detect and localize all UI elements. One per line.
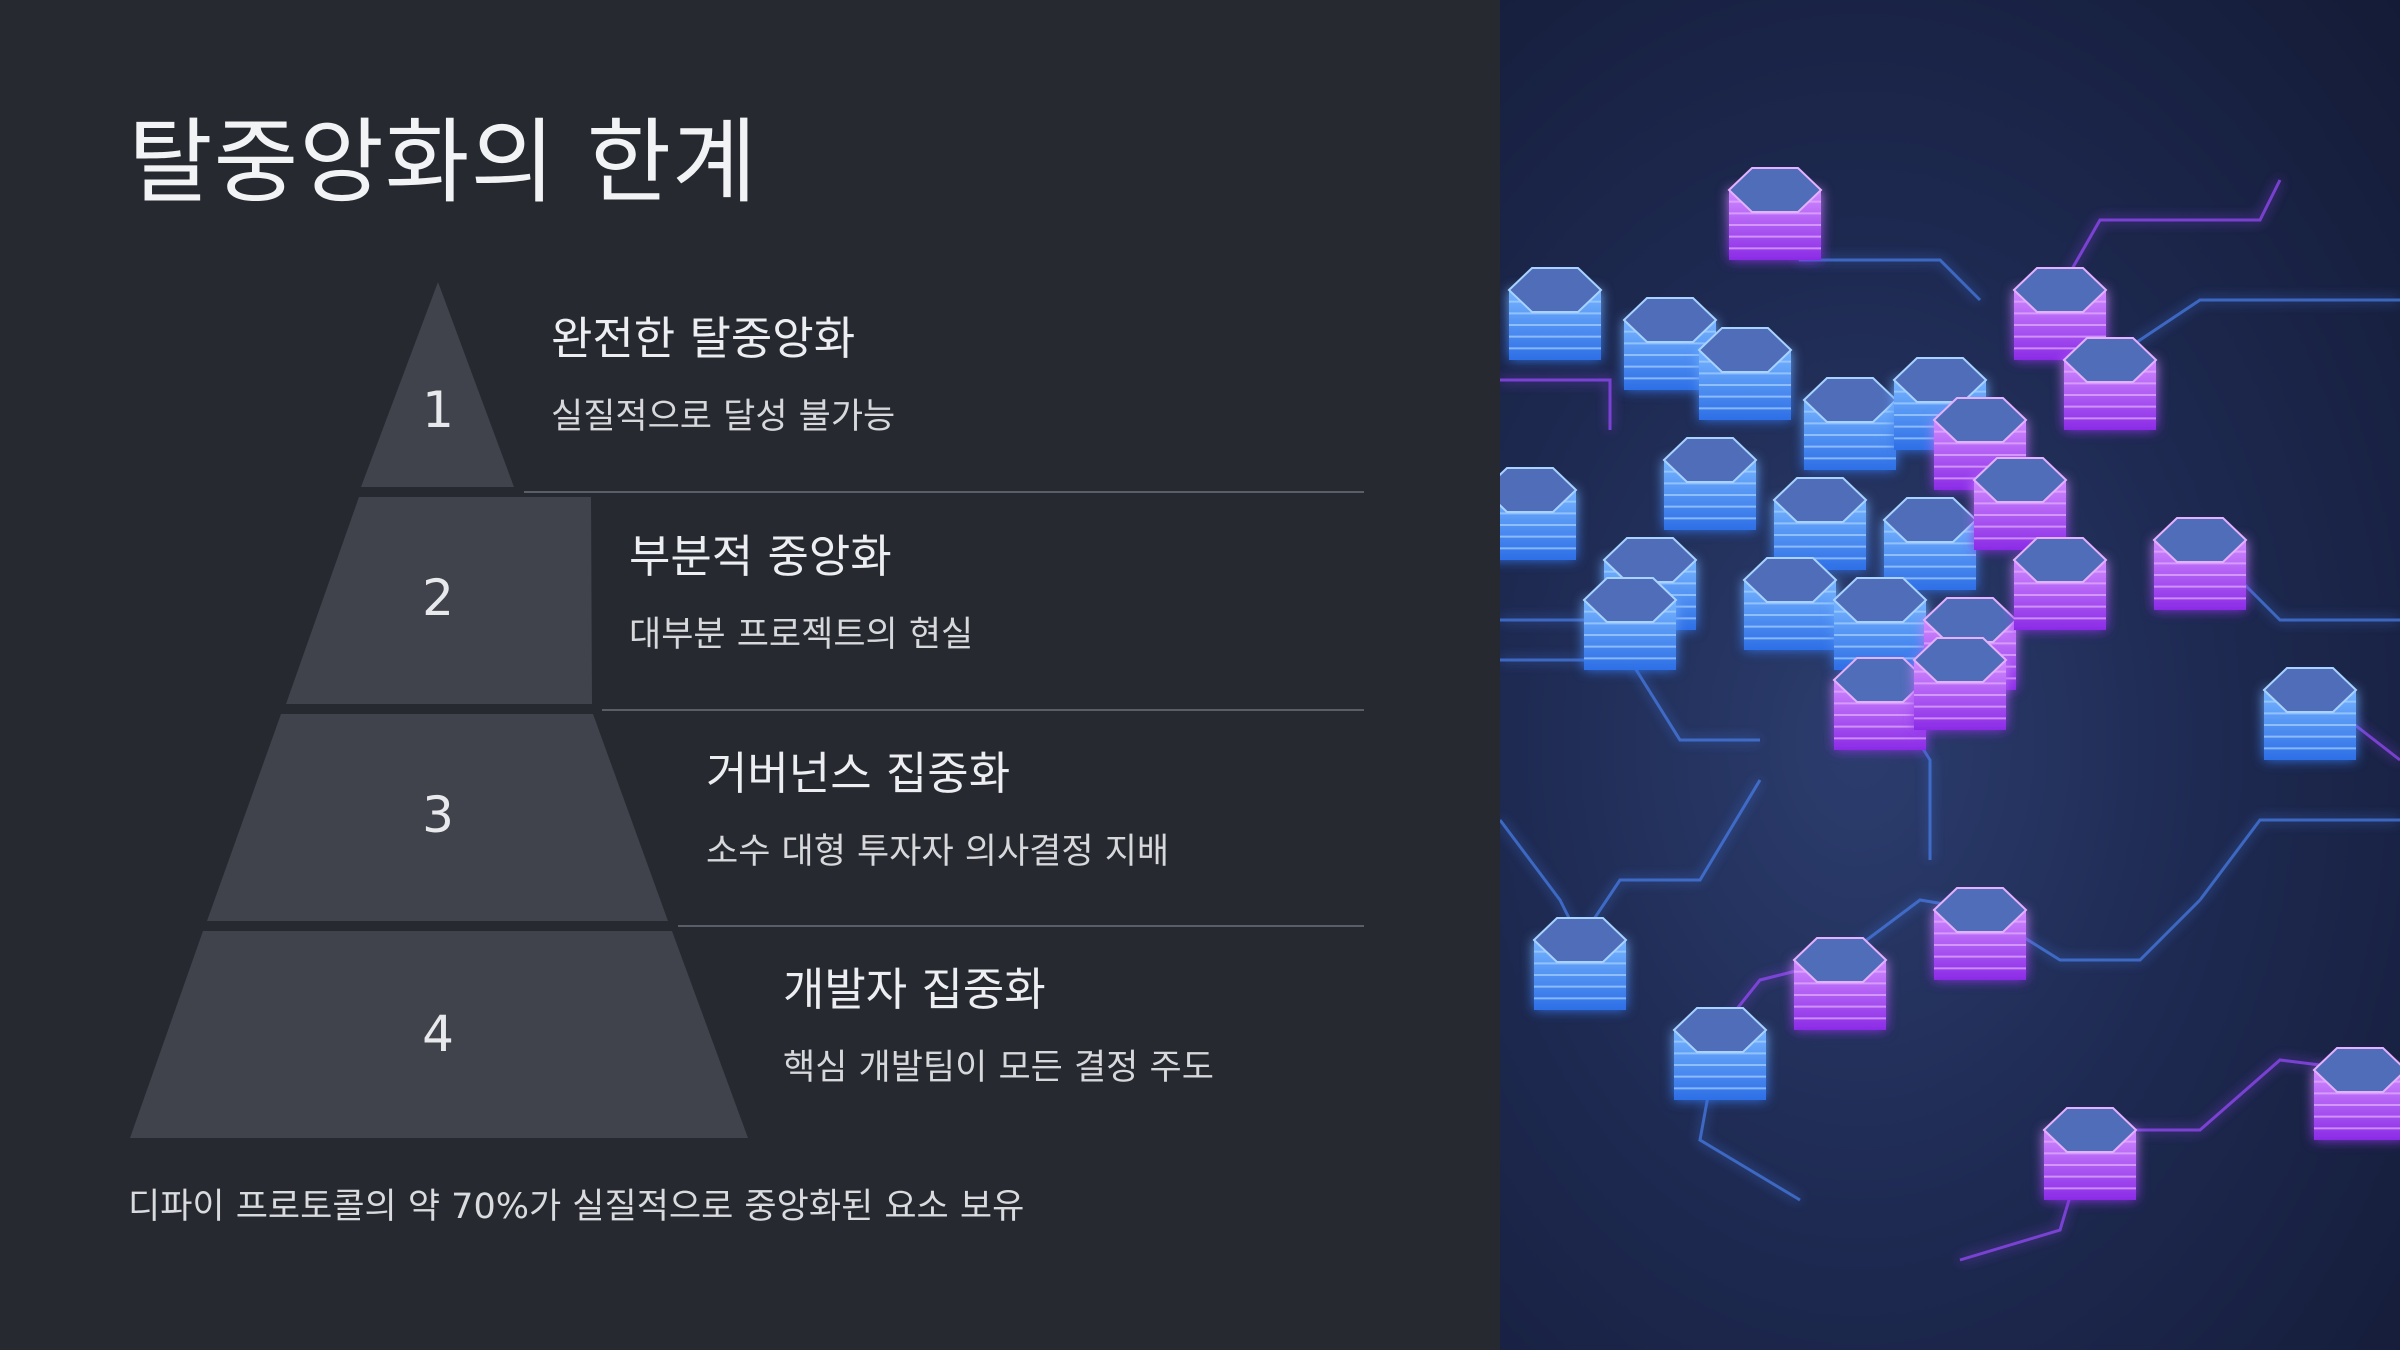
footnote: 디파이 프로토콜의 약 70%가 실질적으로 중앙화된 요소 보유 (128, 1187, 1025, 1227)
tier-divider (524, 491, 1364, 493)
tier-number-2: 2 (422, 569, 454, 627)
pyramid-tier-1 (361, 282, 514, 487)
tier-number-4: 4 (422, 1005, 454, 1063)
network-illustration (1500, 167, 2400, 1262)
pyramid-tier-3 (207, 714, 668, 921)
tier-description: 핵심 개발팀이 모든 결정 주도 (783, 1048, 1214, 1088)
tier-divider (678, 925, 1364, 927)
content-panel: 탈중앙화의 한계 1 2 3 4 완전한 탈중앙화 실질적으로 달성 불가능 부… (128, 109, 1364, 1227)
slide-title: 탈중앙화의 한계 (128, 109, 758, 216)
tier-divider (602, 709, 1364, 711)
pyramid-tier-4 (130, 931, 748, 1138)
tier-title: 거버넌스 집중화 (706, 747, 1011, 800)
tier-title: 완전한 탈중앙화 (551, 312, 856, 365)
pyramid-diagram (130, 282, 748, 1138)
tier-title: 부분적 중앙화 (629, 530, 892, 583)
tier-description: 대부분 프로젝트의 현실 (629, 615, 974, 655)
pyramid-tier-2 (286, 497, 592, 704)
tier-text-3: 거버넌스 집중화 소수 대형 투자자 의사결정 지배 (706, 747, 1169, 873)
tier-description: 소수 대형 투자자 의사결정 지배 (706, 832, 1170, 872)
tier-number-3: 3 (422, 786, 454, 844)
tier-number-1: 1 (422, 381, 454, 439)
tier-text-1: 완전한 탈중앙화 실질적으로 달성 불가능 (551, 312, 895, 438)
blockchain-network-image (1500, 0, 2400, 1350)
tier-text-2: 부분적 중앙화 대부분 프로젝트의 현실 (629, 530, 973, 656)
tier-title: 개발자 집중화 (783, 963, 1046, 1016)
tier-text-4: 개발자 집중화 핵심 개발팀이 모든 결정 주도 (783, 963, 1214, 1089)
tier-description: 실질적으로 달성 불가능 (551, 397, 896, 437)
